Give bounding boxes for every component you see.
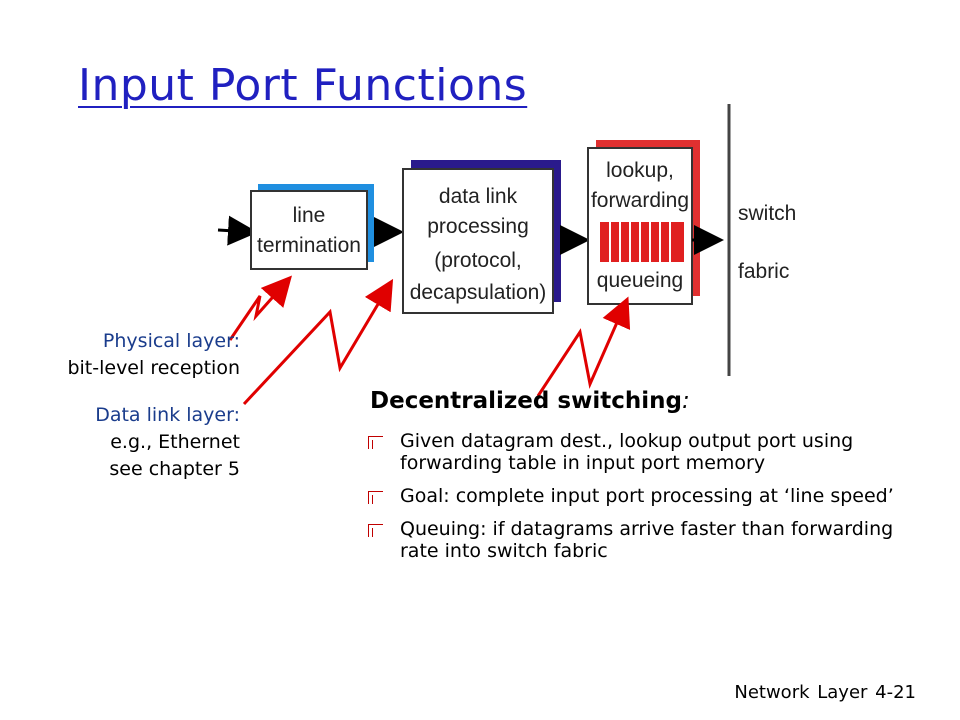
bullet-text: Queuing: if datagrams arrive faster than…: [400, 518, 894, 562]
bullet-text: Goal: complete input port processing at …: [400, 485, 894, 507]
queueing-pointer: [536, 296, 631, 397]
data-link-label-1: data link: [439, 185, 518, 208]
line-termination-label-1: line: [293, 204, 326, 227]
data-link-layer-sub1: e.g., Ethernet: [110, 431, 240, 453]
physical-layer-pointer: [228, 275, 292, 341]
data-link-label-3: (protocol,: [434, 249, 522, 272]
data-link-layer-header: Data link layer:: [95, 404, 240, 426]
data-link-pointer: [242, 278, 394, 406]
list-item: Given datagram dest., lookup output port…: [366, 430, 926, 474]
physical-layer-sub: bit-level reception: [67, 357, 240, 379]
bullet-icon: [368, 524, 383, 537]
lookup-forwarding-box: lookup, forwarding queueing: [587, 140, 700, 305]
bullet-icon: [368, 491, 383, 504]
line-termination-label-2: termination: [257, 234, 361, 257]
data-link-layer-label: Data link layer: e.g., Ethernet see chap…: [95, 402, 240, 483]
decentralized-colon: :: [681, 388, 690, 414]
bullet-icon: [368, 436, 383, 449]
data-link-label-2: processing: [427, 215, 529, 238]
queue-cells: [600, 222, 684, 262]
decentralized-heading: Decentralized switching:: [370, 388, 690, 414]
slide-footer: Network Layer 4-21: [734, 682, 916, 703]
list-item: Queuing: if datagrams arrive faster than…: [366, 518, 926, 562]
decentralized-heading-text: Decentralized switching: [370, 388, 682, 414]
data-link-processing-box: data link processing (protocol, decapsul…: [402, 160, 561, 314]
lookup-label-1: lookup,: [606, 159, 674, 182]
bullet-list: Given datagram dest., lookup output port…: [366, 430, 926, 573]
fabric-label: fabric: [738, 260, 789, 283]
list-item: Goal: complete input port processing at …: [366, 485, 926, 507]
data-link-label-4: decapsulation): [410, 281, 547, 304]
queueing-label: queueing: [597, 269, 683, 292]
data-link-layer-sub2: see chapter 5: [109, 458, 240, 480]
bullet-text: Given datagram dest., lookup output port…: [400, 430, 854, 474]
line-termination-box: line termination: [250, 184, 374, 270]
switch-label: switch: [738, 202, 796, 225]
page-title: Input Port Functions: [78, 60, 528, 111]
physical-layer-label: Physical layer: bit-level reception: [67, 328, 240, 382]
lookup-label-2: forwarding: [591, 189, 689, 212]
input-arrow: [217, 215, 258, 246]
physical-layer-header: Physical layer:: [102, 330, 240, 352]
